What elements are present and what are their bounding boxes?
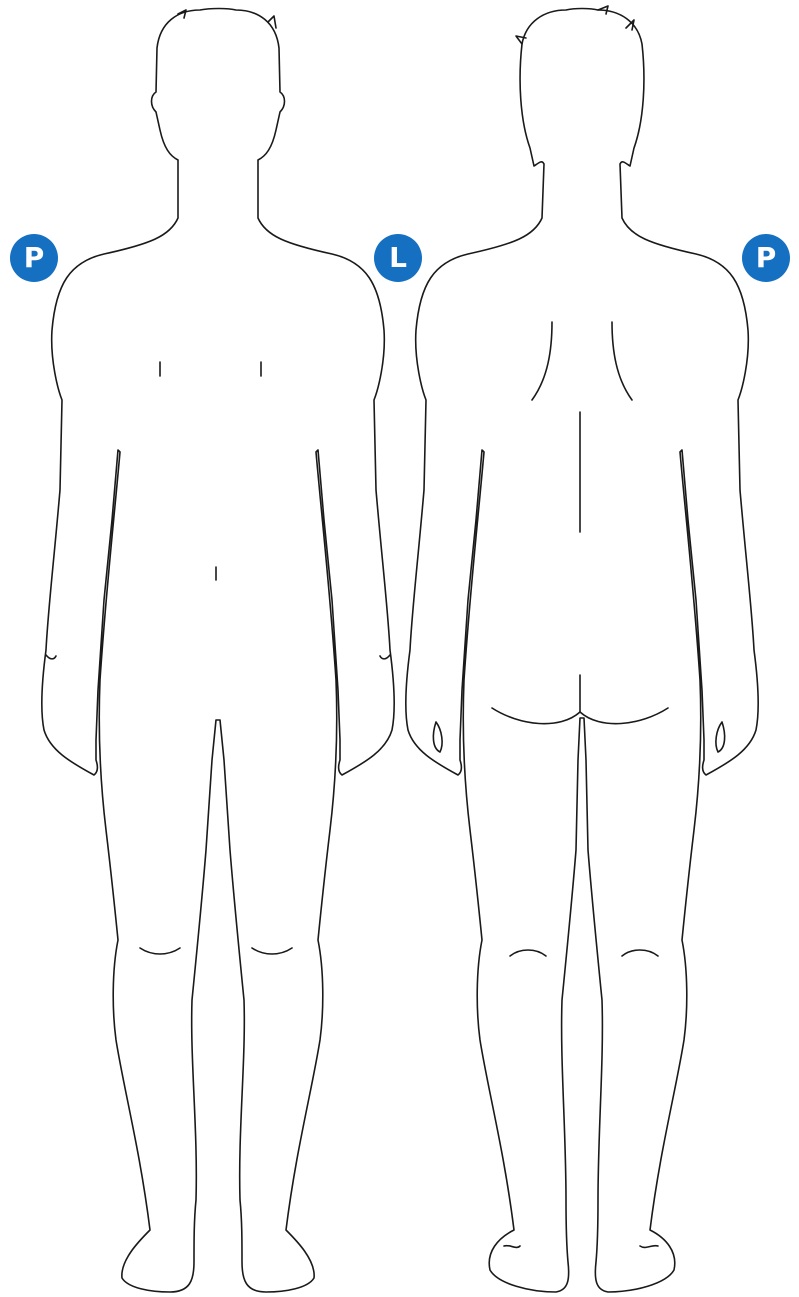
back-scapula-right (612, 322, 632, 400)
back-hand-right (716, 722, 725, 752)
front-body-figure[interactable] (42, 9, 394, 1293)
back-foot-left (504, 1246, 520, 1248)
side-badge-back-right: P (742, 234, 790, 282)
front-knee-left (140, 948, 180, 954)
back-scapula-left (532, 322, 552, 400)
side-badge-front-right: P (10, 234, 58, 282)
front-hand-left (46, 655, 56, 659)
side-badge-left: L (374, 234, 422, 282)
back-foot-right (640, 1246, 658, 1248)
back-body-figure[interactable] (406, 6, 758, 1292)
front-hand-right (380, 655, 390, 659)
front-body-outline (42, 9, 394, 1293)
back-body-outline (406, 9, 758, 1293)
back-knee-right (622, 950, 658, 956)
front-hair-line (178, 10, 276, 28)
front-knee-right (252, 948, 292, 954)
back-hair-line (516, 6, 634, 44)
back-knee-left (510, 950, 546, 956)
back-hand-left (433, 722, 442, 752)
